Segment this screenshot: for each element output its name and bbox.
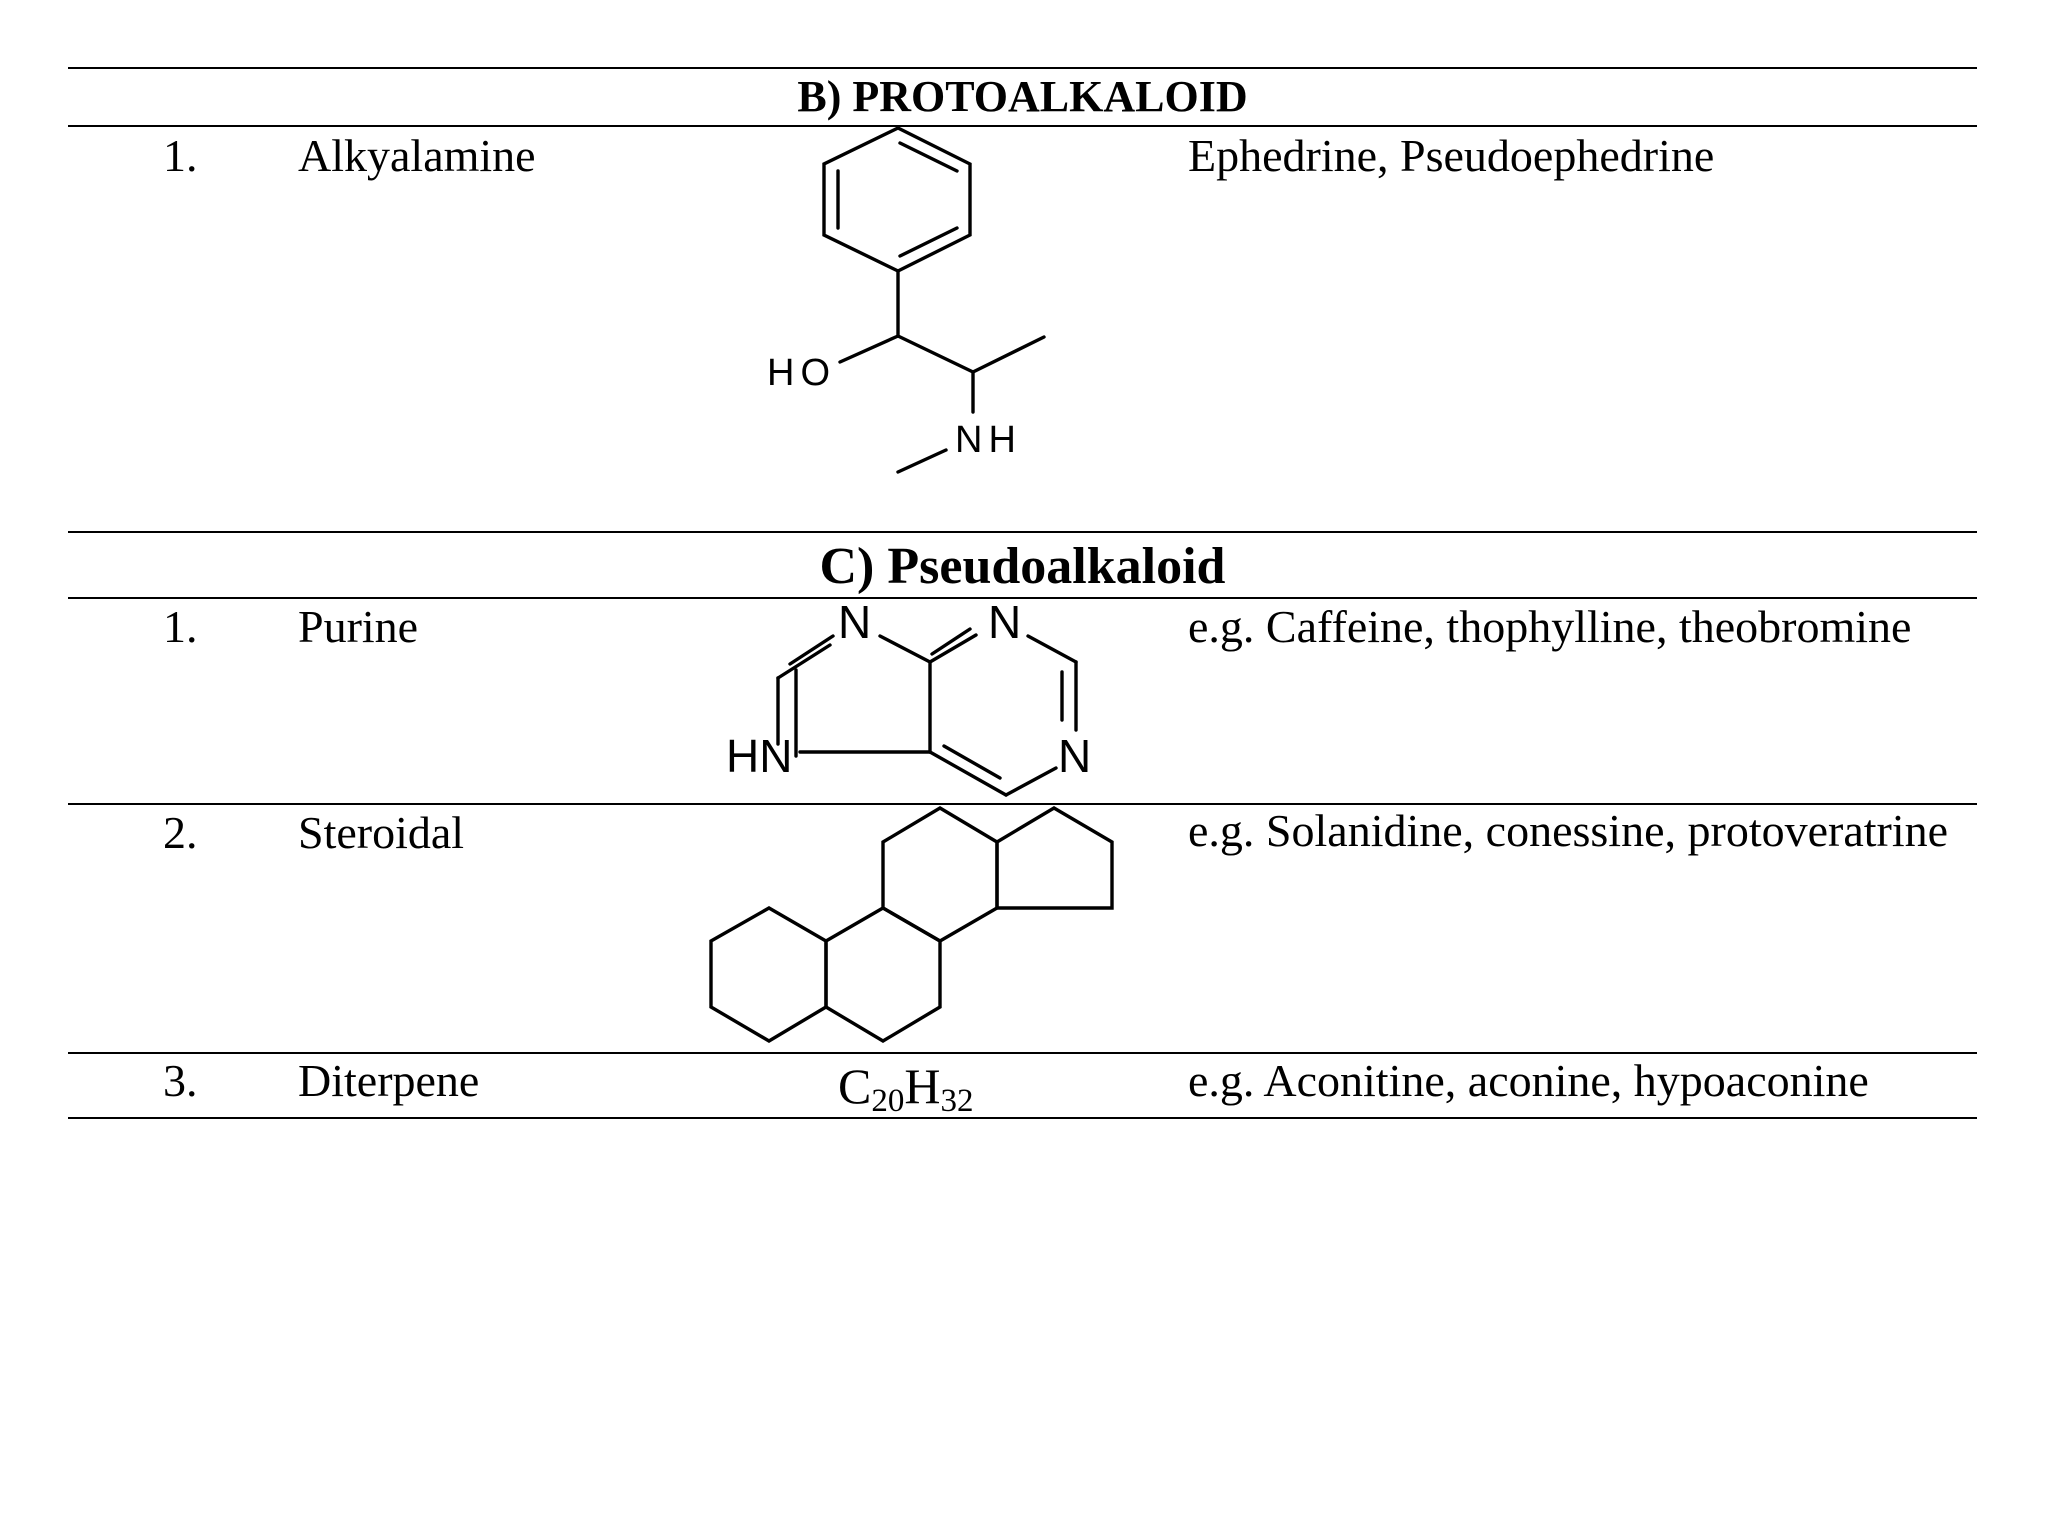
alkaloid-examples: Ephedrine, Pseudoephedrine (1188, 130, 1715, 181)
section-c-heading: C) Pseudoalkaloid (819, 538, 1226, 595)
rule-bottom (68, 1117, 1977, 1119)
row-number: 3. (163, 1055, 198, 1106)
rule-top (68, 67, 1977, 69)
alkaloid-type: Steroidal (298, 807, 465, 858)
molecular-formula: C20H32 (838, 1058, 974, 1119)
rule-below-section-c-heading (68, 597, 1977, 599)
alkaloid-examples: e.g. Caffeine, thophylline, theobromine (1188, 601, 1912, 652)
row-number: 1. (163, 601, 198, 652)
alkaloid-type: Purine (298, 601, 419, 652)
section-b-heading: B) PROTOALKALOID (797, 72, 1248, 121)
amine-label: NH (955, 419, 1022, 461)
nitrogen-label: N (1058, 730, 1091, 782)
alkaloid-examples: e.g. Aconitine, aconine, hypoaconine (1188, 1055, 1869, 1106)
nitrogen-label: N (988, 596, 1021, 648)
row-number: 2. (163, 807, 198, 858)
hydroxyl-label: HO (767, 352, 836, 394)
row-divider (68, 803, 1977, 805)
nitrogen-label: N (838, 596, 871, 648)
hn-label: HN (726, 730, 792, 782)
row-divider (68, 1052, 1977, 1054)
alkaloid-type: Diterpene (298, 1055, 480, 1106)
rule-below-section-b-heading (68, 125, 1977, 127)
row-number: 1. (163, 130, 198, 181)
alkaloid-examples: e.g. Solanidine, conessine, protoveratri… (1188, 805, 1949, 856)
rule-above-section-c (68, 531, 1977, 533)
alkaloid-type: Alkyalamine (298, 130, 536, 181)
